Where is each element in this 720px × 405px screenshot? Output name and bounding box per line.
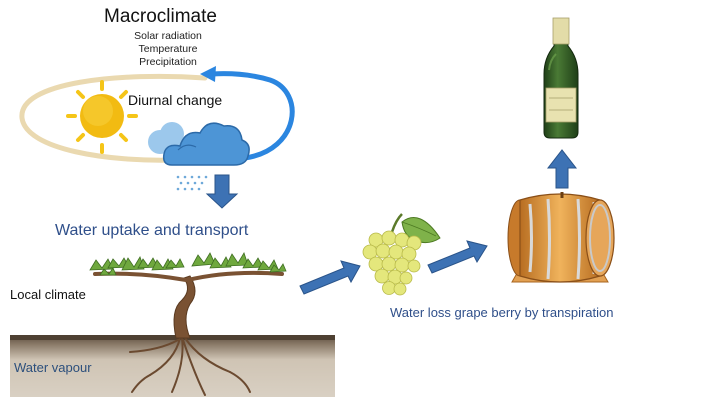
cycle-arrowhead	[200, 66, 216, 82]
wine-bottle-icon	[543, 17, 579, 139]
sun-icon	[66, 80, 138, 154]
cloud-icon	[148, 122, 250, 166]
up-arrow	[546, 149, 578, 189]
rain-icon	[176, 175, 208, 191]
local-climate-label: Local climate	[10, 287, 86, 302]
barrel-icon	[507, 192, 615, 283]
cycle-arrow-blue	[209, 71, 295, 161]
grapevine-icon	[89, 252, 287, 396]
arrow-vine-to-grapes	[299, 260, 361, 295]
macroclimate-item-solar-radiation: Solar radiation	[134, 30, 202, 42]
water-vapour-label: Water vapour	[14, 360, 92, 375]
macroclimate-title: Macroclimate	[104, 6, 217, 27]
soil-band	[10, 335, 335, 397]
down-arrow	[205, 174, 239, 209]
cycle-arrow-beige	[19, 73, 208, 163]
arrow-grapes-to-barrel	[427, 240, 488, 274]
macroclimate-item-temperature: Temperature	[138, 43, 198, 55]
diurnal-change-label: Diurnal change	[128, 92, 223, 108]
macroclimate-item-precipitation: Precipitation	[139, 56, 197, 68]
grape-bunch-icon	[362, 213, 441, 296]
water-loss-label: Water loss grape berry by transpiration	[390, 305, 614, 320]
water-uptake-label: Water uptake and transport	[55, 222, 249, 239]
